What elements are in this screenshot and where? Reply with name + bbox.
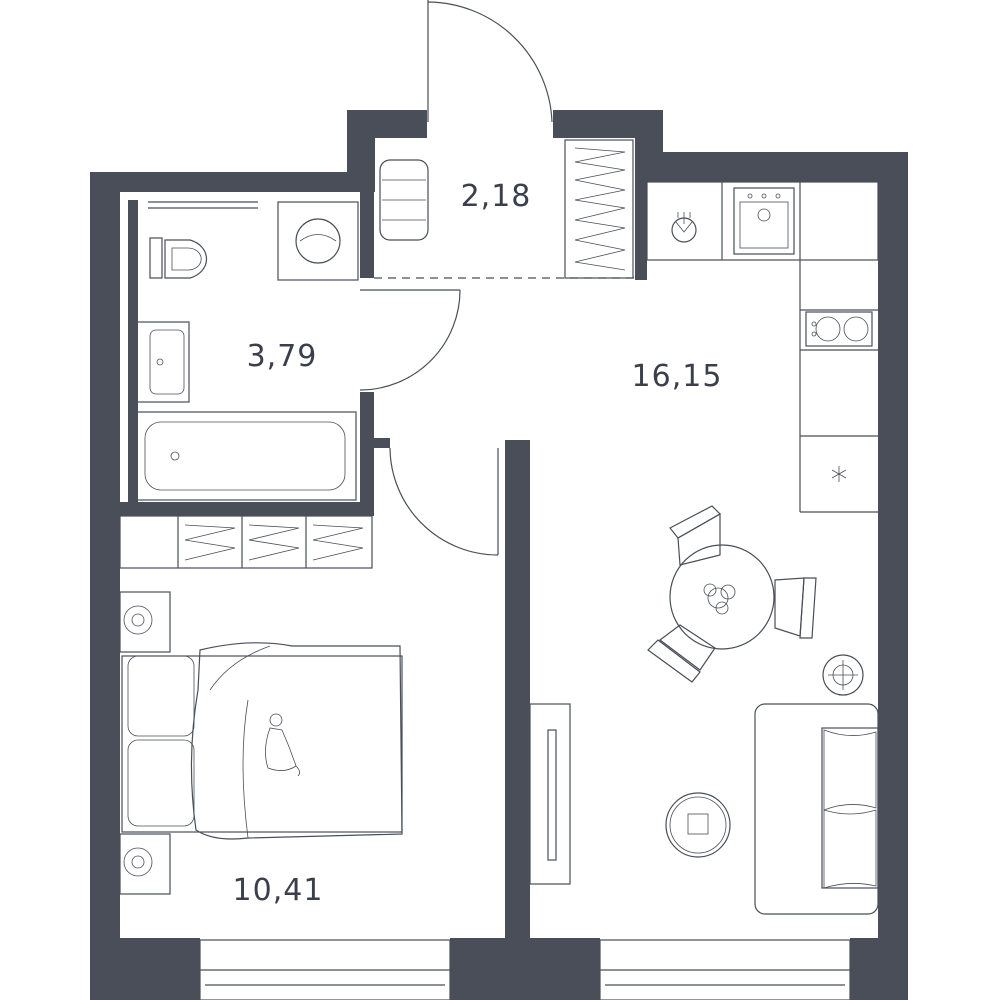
kitchen-units <box>646 181 879 513</box>
coffee-table-icon <box>665 792 731 858</box>
washing-machine-icon <box>277 201 359 281</box>
fridge-icon <box>831 466 847 482</box>
nightstand-top-icon <box>119 591 171 653</box>
vestibule-bench-icon <box>379 159 429 241</box>
bathroom-area-label: 3,79 <box>247 339 318 374</box>
dining-table-icon <box>647 505 817 683</box>
bedroom-area-label: 10,41 <box>233 873 324 908</box>
bedroom-wardrobe-icon <box>119 515 373 569</box>
bathtub-icon <box>133 411 357 501</box>
walls <box>90 110 908 1000</box>
kitchen-sink-icon <box>671 212 697 243</box>
vestibule-wardrobe-icon <box>564 139 634 279</box>
nightstand-bottom-icon <box>119 833 171 895</box>
toilet-icon <box>149 237 208 279</box>
living-kitchen-area-label: 16,15 <box>632 359 723 394</box>
sink-icon <box>133 321 190 403</box>
bed-icon <box>121 642 403 840</box>
vestibule-area-label: 2,18 <box>461 179 532 214</box>
entrance-door-swing-icon <box>427 0 553 123</box>
bedroom-door-swing-icon <box>389 447 499 556</box>
bathroom-fixtures <box>133 201 359 501</box>
stove-icon <box>805 311 873 347</box>
cat-icon <box>265 713 300 777</box>
oven-icon <box>733 187 795 255</box>
plant-icon <box>822 654 864 696</box>
tv-unit-icon <box>529 703 571 885</box>
sofa-icon <box>754 703 879 915</box>
windows <box>199 939 851 1000</box>
bathroom-door-swing-icon <box>359 289 461 391</box>
